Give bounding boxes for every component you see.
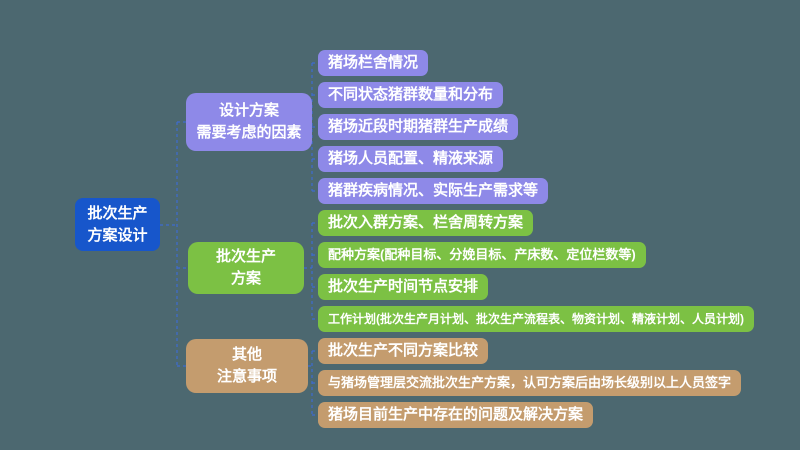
connector-branch3-trunk [308, 351, 313, 415]
leaf-node[interactable]: 批次生产不同方案比较 [318, 338, 489, 364]
leaf-node[interactable]: 猪场栏舍情况 [318, 50, 429, 76]
leaf-node[interactable]: 配种方案(配种目标、分娩目标、产床数、定位栏数等) [318, 242, 646, 268]
leaf-node[interactable]: 批次入群方案、栏舍周转方案 [318, 210, 534, 236]
connector-branch3-leaves [312, 350, 318, 416]
root-node-batch-production-plan-design[interactable]: 批次生产 方案设计 [75, 198, 160, 251]
leaf-node[interactable]: 猪场人员配置、精液来源 [318, 146, 504, 172]
connector-branch2-leaves [312, 222, 318, 320]
connector-branch2-trunk [304, 223, 313, 319]
branch-batch-production-plan[interactable]: 批次生产 方案 [188, 242, 304, 294]
leaf-node[interactable]: 与猪场管理层交流批次生产方案，认可方案后由场长级别以上人员签字 [318, 370, 742, 396]
leaf-node[interactable]: 猪场近段时期猪群生产成绩 [318, 114, 519, 140]
leaf-node[interactable]: 批次生产时间节点安排 [318, 274, 489, 300]
leaf-node[interactable]: 不同状态猪群数量和分布 [318, 82, 504, 108]
branch-other-notes[interactable]: 其他 注意事项 [186, 339, 308, 393]
connector-branch1-leaves [312, 62, 318, 192]
branch-design-factors[interactable]: 设计方案 需要考虑的因素 [186, 93, 312, 151]
leaf-node[interactable]: 工作计划(批次生产月计划、批次生产流程表、物资计划、精液计划、人员计划) [318, 306, 754, 332]
leaf-node[interactable]: 猪场目前生产中存在的问题及解决方案 [318, 402, 594, 428]
connector-root-trunk [160, 122, 178, 366]
leaf-node[interactable]: 猪群疾病情况、实际生产需求等 [318, 178, 549, 204]
